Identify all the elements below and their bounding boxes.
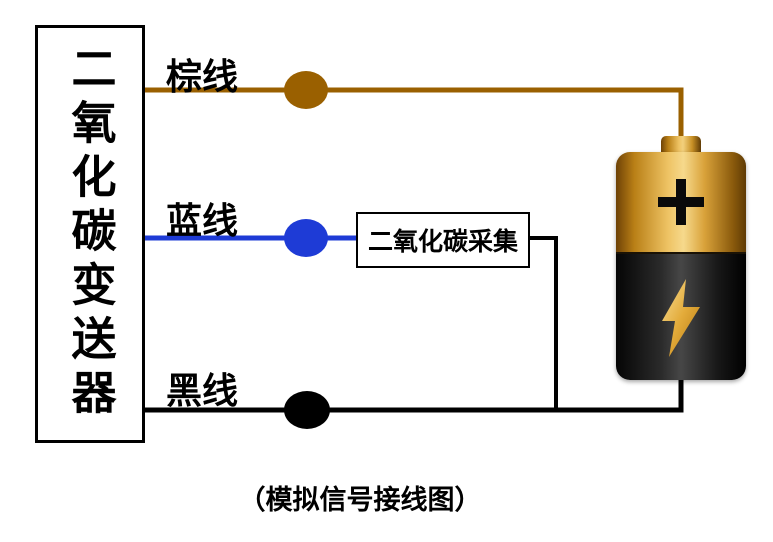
caption: （模拟信号接线图） <box>238 485 482 515</box>
wire-label-blue: 蓝线 <box>166 200 239 241</box>
battery-positive-terminal <box>661 136 701 154</box>
transmitter-label: 二氧化碳变送器 <box>64 45 116 423</box>
blue-junction-dot <box>284 219 328 257</box>
battery-body <box>616 152 746 380</box>
collector-box: 二氧化碳采集 <box>356 212 530 268</box>
collector-output-line <box>524 236 558 410</box>
wire-label-black: 黑线 <box>166 370 239 411</box>
transmitter-box: 二氧化碳变送器 <box>35 25 145 443</box>
battery-top-section <box>616 152 746 252</box>
black-junction-dot <box>284 391 330 429</box>
plus-icon <box>658 179 704 225</box>
collector-label: 二氧化碳采集 <box>367 228 518 256</box>
brown-junction-dot <box>284 71 328 109</box>
battery-bottom-section <box>616 252 746 380</box>
lightning-icon <box>662 279 700 357</box>
wire-label-brown: 棕线 <box>166 56 239 97</box>
battery <box>616 136 746 380</box>
